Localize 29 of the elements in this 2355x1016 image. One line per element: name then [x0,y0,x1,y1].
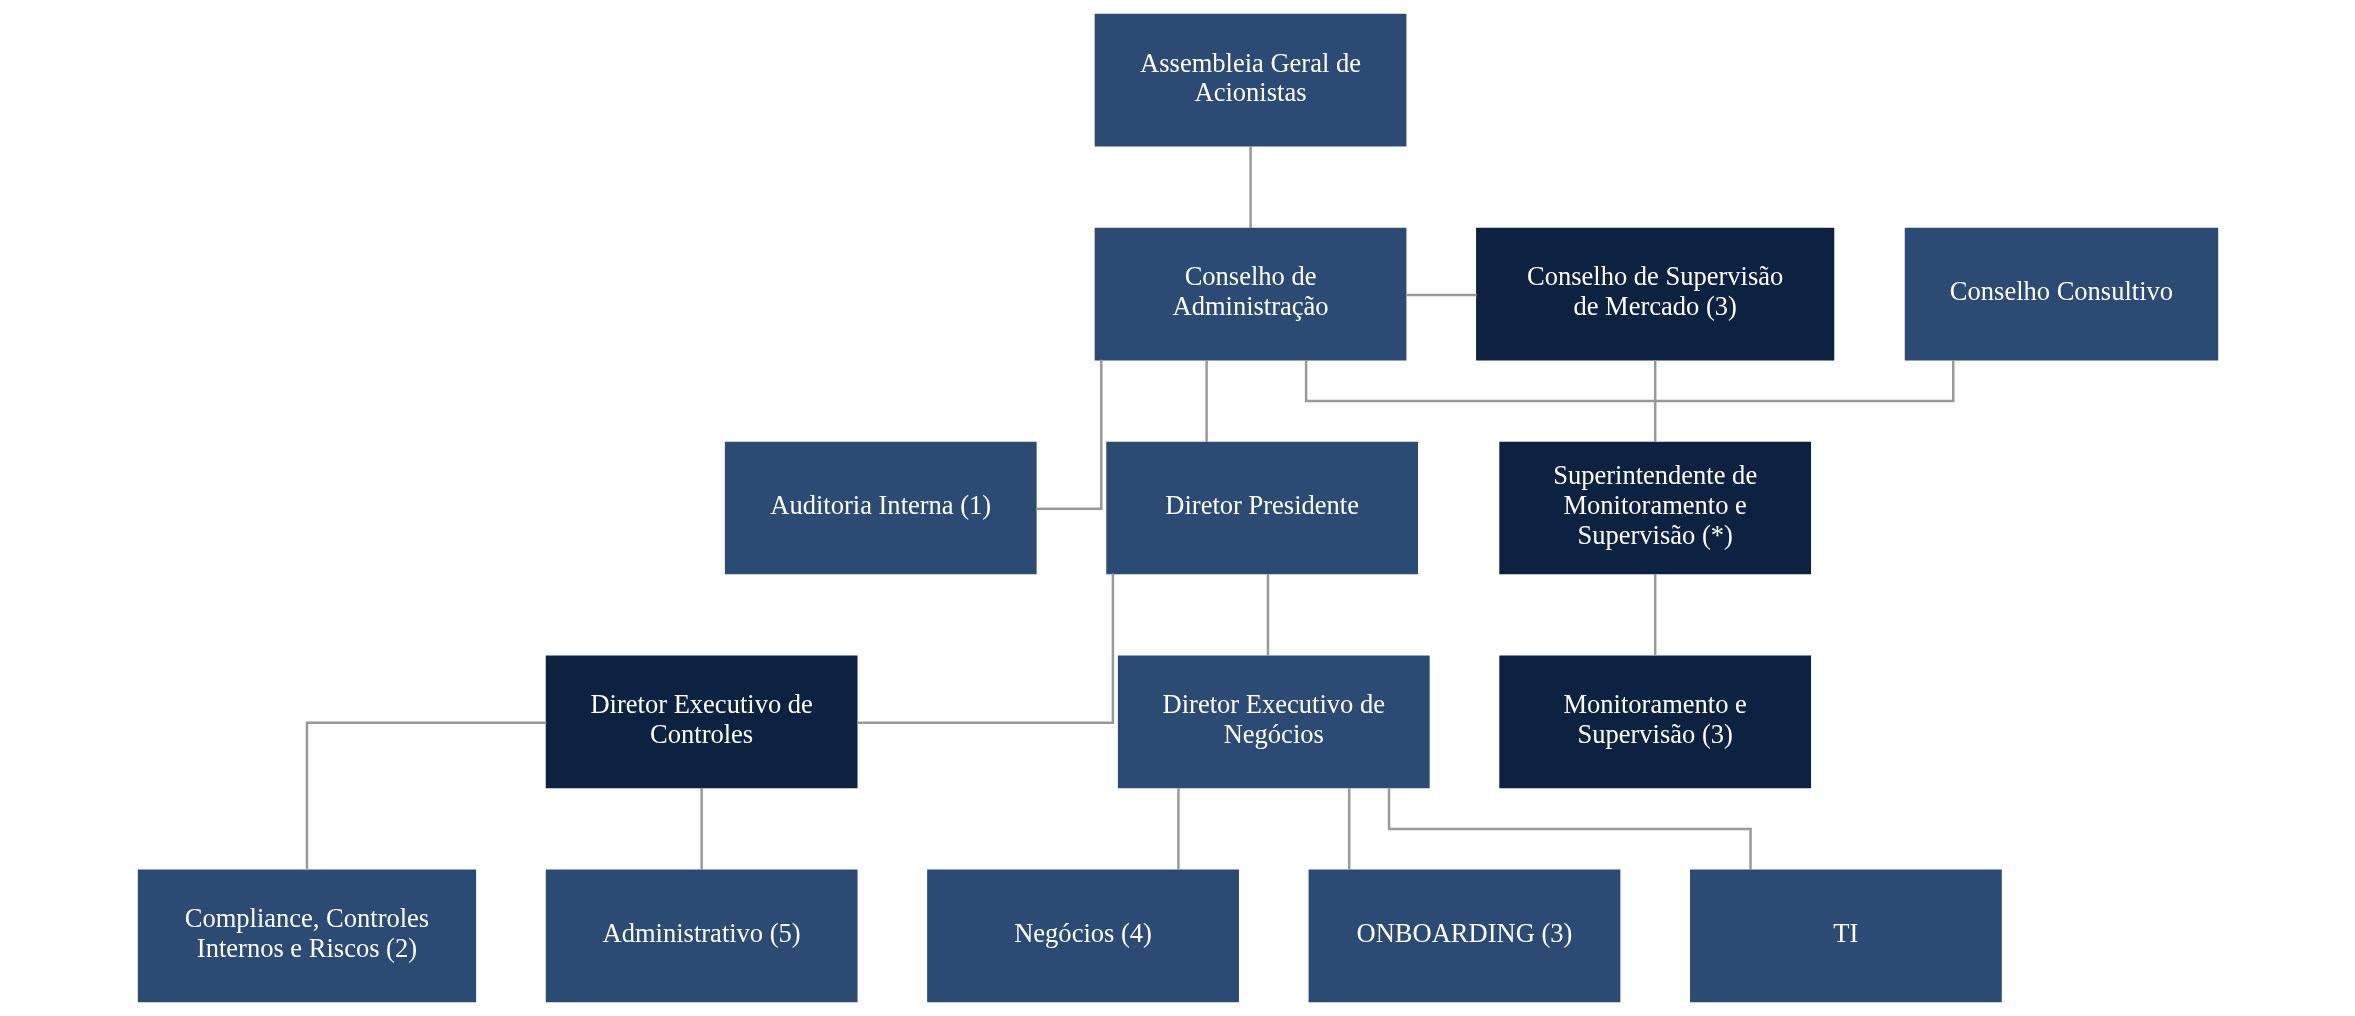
connector [1176,787,1180,870]
node-box: Monitoramento e Supervisão (3) [1498,655,1811,789]
node-box: TI [1689,869,2002,1003]
node-box: Auditoria Interna (1) [724,441,1037,575]
node-box: Diretor Presidente [1105,441,1418,575]
connector [1405,293,1477,297]
connector [856,573,1114,724]
connector [699,787,703,870]
connector [1035,359,1103,511]
node-box: Conselho Consultivo [1904,227,2218,361]
node-box: Conselho de Supervisão de Mercado (3) [1475,227,1834,361]
connector [1387,787,1752,870]
connector [1347,787,1350,870]
connector [1304,360,1955,403]
node-box: Assembleia Geral de Acionistas [1094,13,1406,147]
connector [1653,360,1656,442]
connector [1204,360,1208,442]
node-box: Diretor Executivo de Negócios [1117,655,1430,789]
node-box: Administrativo (5) [545,869,858,1003]
node-box: Negócios (4) [926,869,1239,1003]
node-box: Diretor Executivo de Controles [545,655,858,789]
node-box: Compliance, Controles Internos e Riscos (2) [137,869,476,1003]
connector [1248,146,1252,228]
node-box: Conselho de Administração [1094,227,1406,361]
node-box: Superintendente de Monitoramento e Supervisão (*) [1498,441,1811,575]
connector [305,721,546,871]
connector [1653,573,1656,656]
node-box: ONBOARDING (3) [1308,869,1620,1003]
connector [1266,573,1269,656]
